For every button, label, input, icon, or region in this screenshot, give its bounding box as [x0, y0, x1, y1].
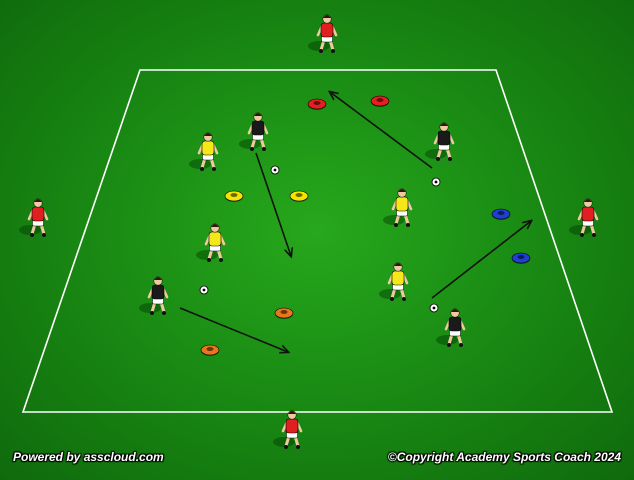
- powered-by-text: Powered by asscloud.com: [13, 450, 164, 464]
- yellow-cone: [289, 190, 309, 202]
- movement-arrow-2: [255, 152, 291, 256]
- red-player-server-top: [308, 14, 338, 53]
- ball-3: [199, 285, 209, 295]
- red-player-server-left: [19, 198, 49, 237]
- blue-cone: [491, 208, 511, 220]
- red-player-server-bottom: [273, 410, 303, 449]
- yellow-cone: [224, 190, 244, 202]
- yellow-player-defender: [189, 132, 219, 171]
- black-player-attacker: [436, 308, 466, 347]
- movement-arrow-1: [330, 92, 433, 169]
- copyright-text: ©Copyright Academy Sports Coach 2024: [387, 450, 621, 464]
- black-player-attacker: [239, 112, 269, 151]
- black-player-attacker: [139, 276, 169, 315]
- movement-arrow-3: [179, 307, 288, 352]
- yellow-player-defender: [196, 223, 226, 262]
- black-player-attacker: [425, 122, 455, 161]
- red-cone: [370, 95, 390, 107]
- orange-cone: [200, 344, 220, 356]
- orange-cone: [274, 307, 294, 319]
- yellow-player-defender: [383, 188, 413, 227]
- ball-4: [429, 303, 439, 313]
- yellow-player-defender: [379, 262, 409, 301]
- red-cone: [307, 98, 327, 110]
- movement-arrow-4: [431, 221, 531, 299]
- blue-cone: [511, 252, 531, 264]
- red-player-server-right: [569, 198, 599, 237]
- ball-2: [431, 177, 441, 187]
- area-boundary: [21, 69, 614, 413]
- ball-1: [270, 165, 280, 175]
